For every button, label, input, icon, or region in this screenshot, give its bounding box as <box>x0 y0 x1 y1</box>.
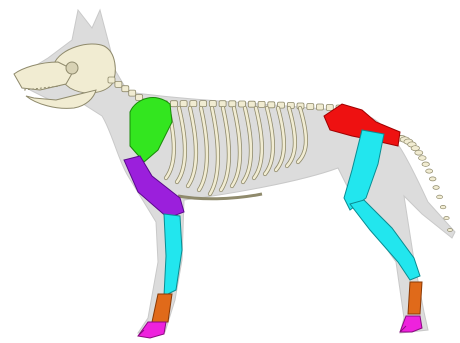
tail-vertebra <box>411 146 419 151</box>
vertebra <box>108 77 115 83</box>
tail-vertebra <box>429 177 436 181</box>
vertebra <box>129 90 136 96</box>
vertebra <box>307 104 314 110</box>
tail-vertebra <box>419 156 427 161</box>
vertebra <box>115 81 122 87</box>
forepaw <box>138 322 166 338</box>
vertebra <box>229 101 236 107</box>
tail-vertebra <box>448 229 453 232</box>
vertebra <box>258 101 265 107</box>
tail-vertebra <box>440 205 446 208</box>
tarsus <box>408 282 422 314</box>
tail-vertebra <box>433 186 439 190</box>
vertebra <box>268 102 275 108</box>
tail-vertebra <box>444 217 449 220</box>
vertebra <box>219 101 226 107</box>
vertebra <box>170 101 177 107</box>
vertebra <box>190 101 197 107</box>
tail-vertebra <box>415 150 423 155</box>
tail-vertebra <box>422 162 429 166</box>
tail-vertebra <box>426 169 433 173</box>
vertebra <box>326 105 333 111</box>
vertebra <box>317 104 324 110</box>
vertebra <box>200 101 207 107</box>
tail-vertebra <box>437 195 443 199</box>
vertebra <box>180 101 187 107</box>
vertebra <box>209 101 216 107</box>
hindpaw <box>400 316 422 332</box>
vertebra <box>122 86 129 92</box>
eye-orbit <box>66 62 78 74</box>
vertebra <box>248 101 255 107</box>
radius-ulna <box>164 214 182 296</box>
